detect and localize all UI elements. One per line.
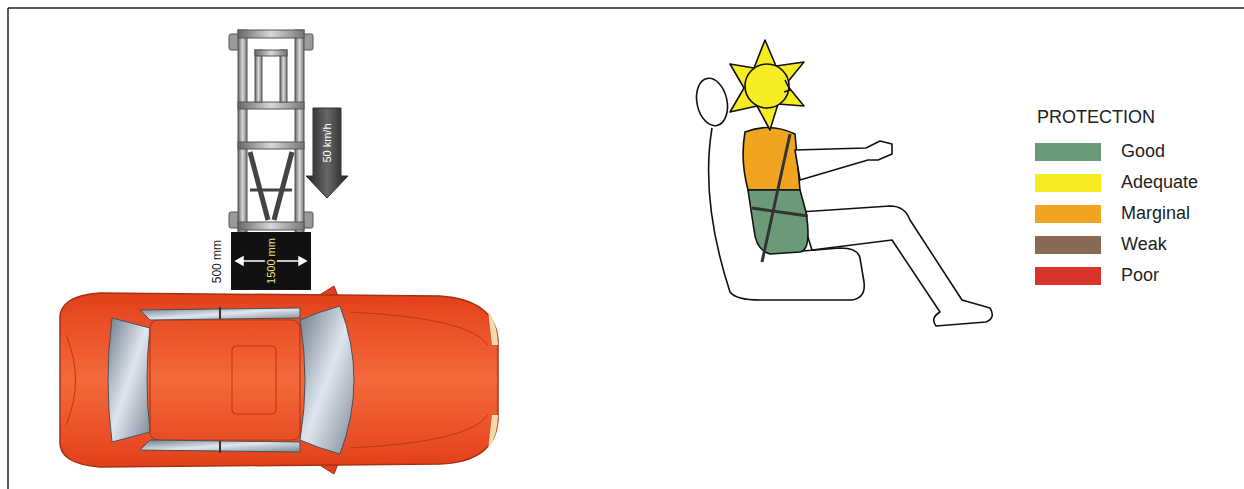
legend-label: Marginal: [1121, 203, 1190, 224]
legend-label: Adequate: [1121, 172, 1198, 193]
speed-label: 50 km/h: [321, 123, 333, 162]
legend-swatch: [1035, 174, 1101, 192]
legend-entry: Poor: [1035, 265, 1159, 286]
car-top-view: [60, 286, 498, 474]
barrier-trolley: [229, 30, 348, 290]
legend-entry: Marginal: [1035, 203, 1190, 224]
seated-dummy: [692, 40, 992, 326]
dimension-label: 500 mm: [211, 240, 224, 283]
barrier-face: [231, 232, 311, 290]
legend-swatch: [1035, 236, 1101, 254]
frame-border: [8, 8, 1244, 489]
legend-label: Good: [1121, 141, 1165, 162]
legend-swatch: [1035, 143, 1101, 161]
legend-label: Poor: [1121, 265, 1159, 286]
legend-entry: Weak: [1035, 234, 1167, 255]
speed-arrow: [306, 108, 348, 198]
legend-swatch: [1035, 267, 1101, 285]
legend-entry: Good: [1035, 141, 1165, 162]
legend-label: Weak: [1121, 234, 1167, 255]
dimension-label: 1500 mm: [265, 236, 277, 286]
legend-entry: Adequate: [1035, 172, 1198, 193]
legend-swatch: [1035, 205, 1101, 223]
legend-title: PROTECTION: [1037, 108, 1155, 128]
